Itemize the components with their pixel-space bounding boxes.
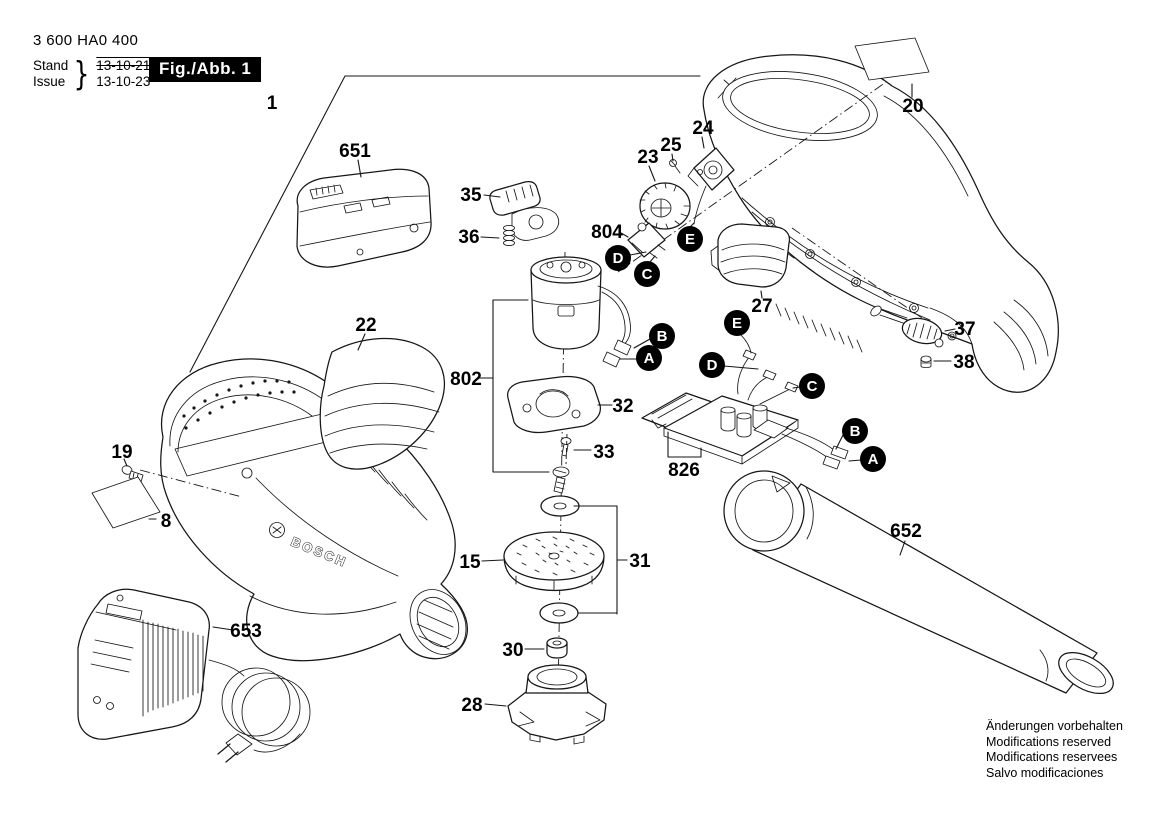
svg-text:E: E: [685, 231, 695, 248]
battery-651-drawing: [296, 168, 432, 268]
connector-marker-d: D: [605, 245, 631, 271]
spring-36-drawing: [503, 224, 515, 247]
callout-37: 37: [954, 319, 975, 340]
cover-27-drawing: [710, 223, 791, 288]
figure-label: Fig./Abb. 1: [149, 57, 262, 82]
svg-text:A: A: [644, 350, 655, 367]
svg-text:B: B: [850, 423, 861, 440]
stand-label: Stand: [33, 58, 69, 73]
svg-text:D: D: [707, 357, 718, 374]
callout-36: 36: [458, 227, 479, 248]
connector-marker-a: A: [636, 345, 662, 371]
callout-30: 30: [502, 640, 523, 661]
nut-30-drawing: [546, 637, 568, 659]
revision-block: Stand Issue } 13-10-21 13-10-23: [33, 54, 151, 93]
module-connector: [822, 455, 841, 470]
callout-23: 23: [637, 147, 658, 168]
callout-27: 27: [751, 296, 772, 317]
callout-38: 38: [953, 352, 974, 373]
washer-lower-drawing: [539, 602, 579, 624]
connector-marker-d: D: [699, 352, 725, 378]
callout-24: 24: [692, 118, 714, 139]
washer-upper-drawing: [540, 495, 580, 517]
modification-notice: Änderungen vorbehalten Modifications res…: [986, 719, 1123, 781]
old-revision-date: 13-10-21: [96, 58, 151, 73]
callout-20: 20: [902, 96, 923, 117]
callout-8: 8: [161, 511, 172, 532]
power-plug: [225, 733, 253, 756]
connector-marker-a: A: [860, 446, 886, 472]
charger-cord: [208, 659, 311, 763]
callout-652: 652: [890, 521, 922, 542]
slide-switch-35-drawing: [489, 181, 560, 241]
connector-markers: B A D C E E D: [605, 226, 886, 472]
blower-tube-652-drawing: [723, 470, 1114, 695]
callout-33: 33: [593, 442, 614, 463]
charger-653-drawing: [77, 588, 311, 763]
notice-line-fr: Modifications reservees: [986, 750, 1118, 764]
contact-plate-24-drawing: [687, 147, 735, 225]
label-sticker-20: [854, 37, 930, 81]
grip-dots: [182, 379, 296, 430]
connector-marker-e: E: [677, 226, 703, 252]
callout-19: 19: [111, 442, 132, 463]
svg-text:E: E: [732, 315, 742, 332]
connector-marker-c: C: [634, 261, 660, 287]
callout-653: 653: [230, 621, 262, 642]
callout-651: 651: [339, 141, 371, 162]
motor-screw-drawing: [552, 466, 570, 494]
volute-28-drawing: [507, 664, 607, 745]
motor-802-drawing: [530, 256, 632, 494]
leader-lines: [123, 75, 956, 707]
callout-25: 25: [660, 135, 682, 156]
revision-brace: }: [73, 54, 90, 93]
callout-802: 802: [450, 369, 482, 390]
capacitors: [720, 404, 768, 438]
air-deflector-22-drawing: [319, 337, 445, 470]
bearing-plate-32-drawing: [506, 375, 602, 465]
svg-text:B: B: [657, 328, 668, 345]
connector-marker-b: B: [842, 418, 868, 444]
motor-connector: [602, 351, 621, 368]
right-housing-half-drawing: [702, 54, 1059, 393]
connector-marker-c: C: [799, 373, 825, 399]
screw-25-drawing: [669, 159, 681, 174]
notice-line-en: Modifications reserved: [986, 734, 1112, 749]
svg-text:A: A: [868, 451, 879, 468]
module-connector: [830, 445, 849, 460]
impeller-15-drawing: [503, 531, 605, 592]
lever-37-drawing: [870, 305, 944, 348]
svg-text:C: C: [807, 378, 818, 395]
knob-23-drawing: [639, 182, 691, 230]
callout-28: 28: [461, 695, 482, 716]
electronics-module-826-drawing: [641, 333, 849, 470]
connector-marker-e: E: [724, 310, 750, 336]
svg-text:C: C: [642, 266, 653, 283]
callout-32: 32: [612, 396, 633, 417]
motor-connector: [613, 339, 632, 356]
svg-text:D: D: [613, 250, 624, 267]
callout-1: 1: [267, 93, 278, 114]
notice-line-de: Änderungen vorbehalten: [986, 719, 1123, 733]
callout-22: 22: [355, 315, 376, 336]
part-callouts: 1 651 35 36 23 25 24 804 20 22 27 802 32…: [111, 93, 975, 716]
new-revision-date: 13-10-23: [96, 74, 151, 89]
connector-marker-b: B: [649, 323, 675, 349]
type-number: 3 600 HA0 400: [33, 32, 139, 49]
issue-label: Issue: [33, 74, 66, 89]
notice-line-es: Salvo modificaciones: [986, 765, 1104, 780]
label-sticker-8: [91, 476, 161, 529]
callout-35: 35: [460, 185, 482, 206]
screw-33-drawing: [560, 437, 572, 457]
callout-826: 826: [668, 460, 700, 481]
callout-15: 15: [459, 552, 481, 573]
bushing-38-drawing: [920, 355, 932, 368]
microswitch-804-drawing: [627, 222, 666, 259]
callout-804: 804: [591, 222, 623, 243]
callout-31: 31: [629, 551, 651, 572]
